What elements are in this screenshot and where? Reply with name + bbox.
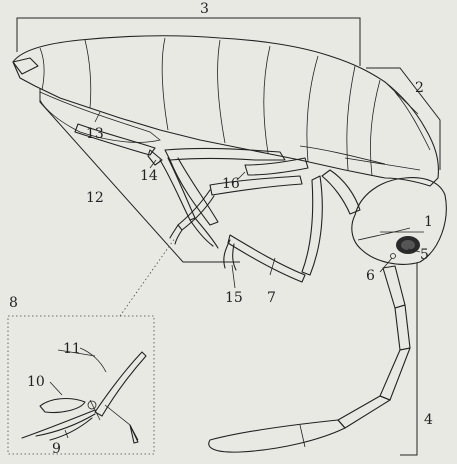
inset-spine <box>105 405 138 440</box>
leader-14 <box>150 160 156 168</box>
label-12: 12 <box>86 190 104 206</box>
fore-leg-femur <box>302 176 322 275</box>
inset-detail <box>22 348 146 443</box>
hind-claw <box>190 218 218 248</box>
hind-leg-upper <box>165 149 285 161</box>
antenna-segment-2 <box>395 305 410 350</box>
thorax-plates <box>300 82 430 170</box>
label-11: 11 <box>63 341 81 357</box>
inset-tibia <box>95 352 146 416</box>
label-4: 4 <box>424 412 433 428</box>
body-outline <box>13 36 438 186</box>
tergite-lines <box>40 38 380 176</box>
antenna-club-seg <box>300 425 305 447</box>
inset-pointer <box>120 238 175 316</box>
label-1: 1 <box>424 214 433 230</box>
inset-spine-tip <box>130 425 138 443</box>
labels: 3 2 13 14 16 12 1 5 6 15 7 8 11 10 9 4 <box>9 1 433 457</box>
label-5: 5 <box>420 247 429 263</box>
hind-leg-tibia <box>148 150 162 165</box>
legs <box>75 124 360 282</box>
bracket-2 <box>366 68 440 170</box>
label-3: 3 <box>200 1 209 17</box>
leader-6 <box>380 258 392 272</box>
antenna-club <box>209 420 345 452</box>
inset-joint <box>88 401 96 409</box>
antenna-socket <box>391 254 396 259</box>
bracket-4 <box>400 263 417 455</box>
label-10: 10 <box>27 374 45 390</box>
label-6: 6 <box>366 268 375 284</box>
hind-leg-tarsus <box>160 158 195 220</box>
antenna-segment-3 <box>380 348 410 400</box>
label-9: 9 <box>52 441 61 457</box>
fore-leg-tibia <box>228 235 305 282</box>
inset-pad-10 <box>40 399 85 413</box>
antenna-segment-1 <box>383 266 405 308</box>
label-14: 14 <box>140 168 158 184</box>
label-15: 15 <box>225 290 243 306</box>
label-13: 13 <box>86 126 104 142</box>
label-7: 7 <box>267 290 276 306</box>
flea-body <box>13 36 438 186</box>
bracket-3 <box>17 18 360 66</box>
leader-7 <box>270 258 275 275</box>
inset-claw-9 <box>22 410 95 440</box>
label-8: 8 <box>9 295 18 311</box>
label-16: 16 <box>222 176 240 192</box>
leader-15 <box>232 265 235 288</box>
leader-10 <box>50 382 62 395</box>
label-2: 2 <box>415 80 424 96</box>
antenna-segment-4 <box>338 396 390 428</box>
fore-leg-coxa <box>322 170 360 214</box>
